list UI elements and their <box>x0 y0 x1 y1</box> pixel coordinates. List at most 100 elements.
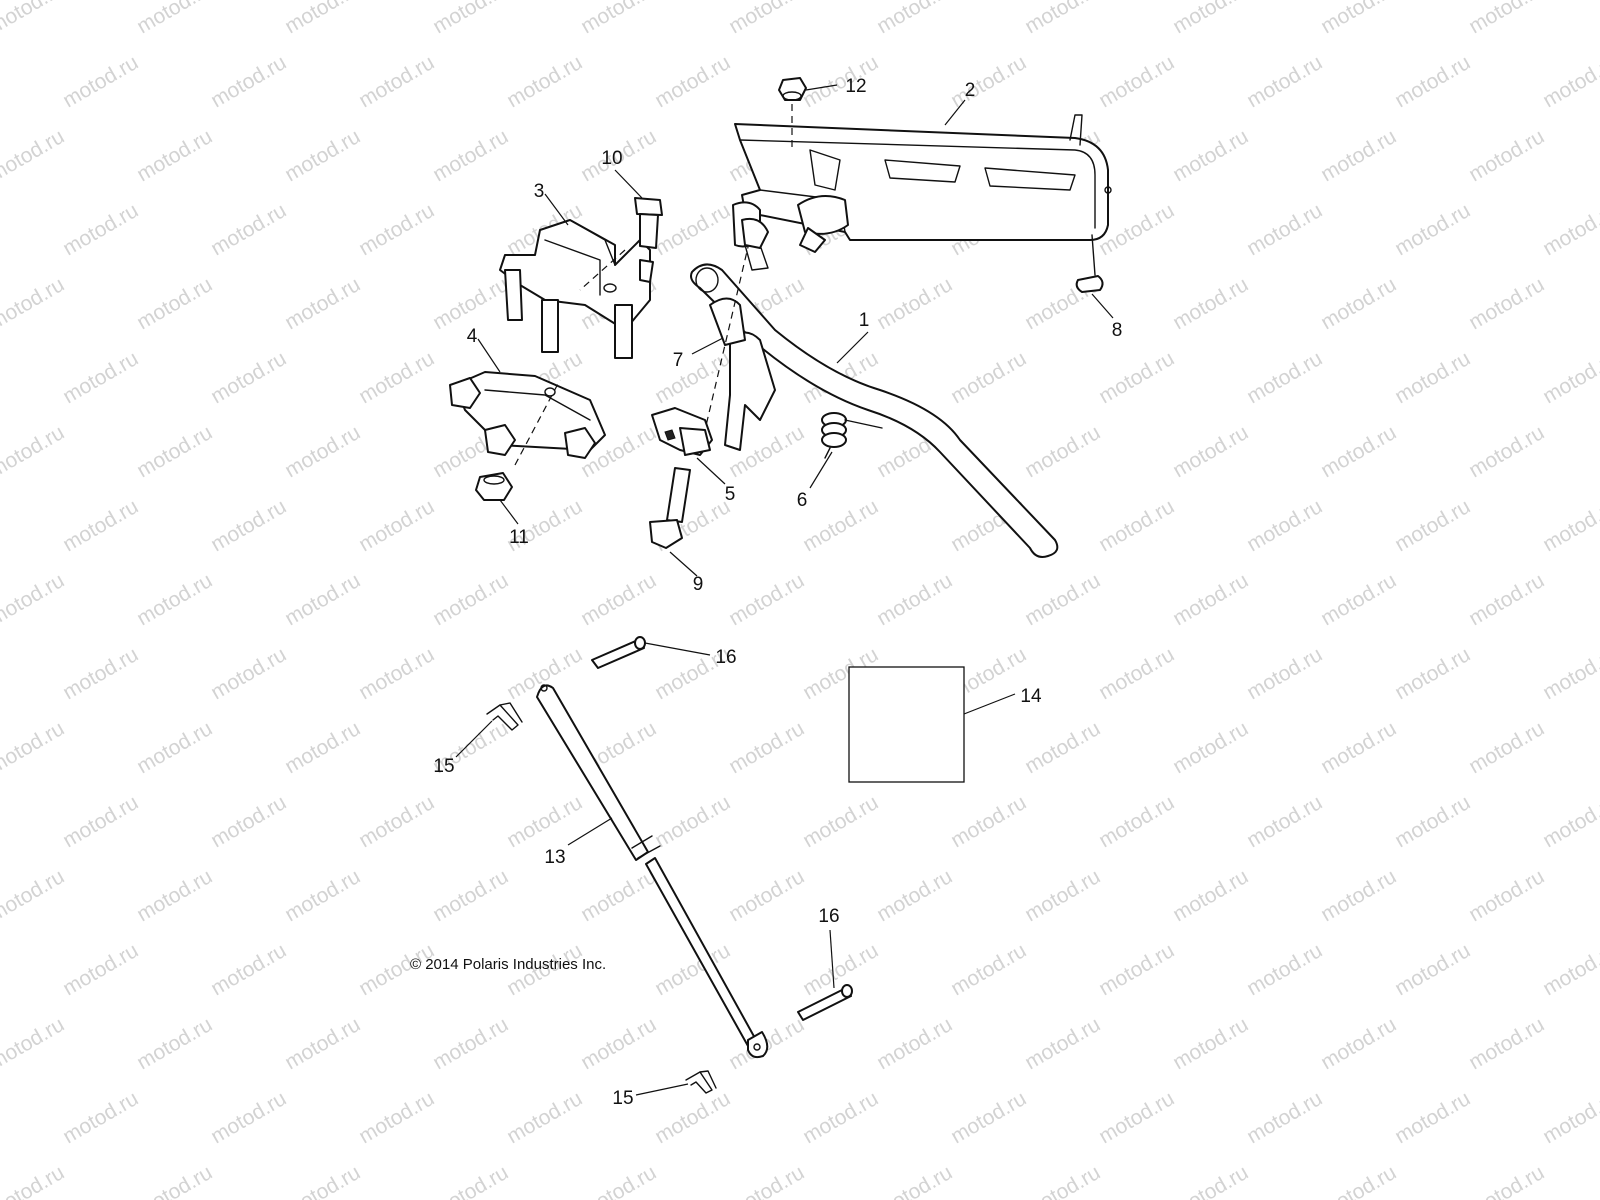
watermark-text: motod.ru <box>503 791 586 852</box>
callout-2: 2 <box>965 80 976 101</box>
part-5-clamp <box>651 407 713 456</box>
watermark-text: motod.ru <box>281 1161 364 1200</box>
part-9-bolt <box>649 467 691 549</box>
watermark-text: motod.ru <box>1391 199 1474 260</box>
watermark-text: motod.ru <box>1021 569 1104 630</box>
watermark-text: motod.ru <box>577 1161 660 1200</box>
watermark-text: motod.ru <box>873 865 956 926</box>
watermark-text: motod.ru <box>577 0 660 38</box>
watermark-text: motod.ru <box>1243 643 1326 704</box>
watermark-text: motod.ru <box>1391 791 1474 852</box>
watermark-text: motod.ru <box>873 273 956 334</box>
watermark-text: motod.ru <box>133 273 216 334</box>
watermark-text: motod.ru <box>1243 1087 1326 1148</box>
watermark-text: motod.ru <box>1243 495 1326 556</box>
watermark-text: motod.ru <box>503 51 586 112</box>
watermark-text: motod.ru <box>1539 1087 1600 1148</box>
watermark-text: motod.ru <box>1391 643 1474 704</box>
watermark-text: motod.ru <box>651 791 734 852</box>
watermark-text: motod.ru <box>133 1161 216 1200</box>
watermark-text: motod.ru <box>725 1161 808 1200</box>
watermark-text: motod.ru <box>0 0 68 38</box>
watermark-text: motod.ru <box>133 717 216 778</box>
watermark-text: motod.ru <box>355 199 438 260</box>
watermark-text: motod.ru <box>207 643 290 704</box>
watermark-text: motod.ru <box>1169 1161 1252 1200</box>
callout-16-lower: 16 <box>818 906 839 927</box>
watermark-text: motod.ru <box>207 347 290 408</box>
watermark-text: motod.ru <box>1465 717 1548 778</box>
callout-15-lower: 15 <box>612 1088 633 1109</box>
watermark-text: motod.ru <box>281 569 364 630</box>
watermark-text: motod.ru <box>651 347 734 408</box>
watermark-text: motod.ru <box>725 717 808 778</box>
watermark-text: motod.ru <box>429 125 512 186</box>
watermark-text: motod.ru <box>1243 347 1326 408</box>
watermark-text: motod.ru <box>1391 51 1474 112</box>
leader-lines <box>455 84 1114 1096</box>
watermark-text: motod.ru <box>947 51 1030 112</box>
watermark-text: motod.ru <box>1539 51 1600 112</box>
watermark-text: motod.ru <box>799 791 882 852</box>
watermark-text: motod.ru <box>281 0 364 38</box>
watermark-text: motod.ru <box>947 347 1030 408</box>
part-15-clip-upper <box>486 702 523 731</box>
watermark-text: motod.ru <box>0 1013 68 1074</box>
watermark-text: motod.ru <box>281 717 364 778</box>
watermark-text: motod.ru <box>1169 717 1252 778</box>
part-15-clip-lower <box>685 1070 717 1094</box>
watermark-text: motod.ru <box>947 1087 1030 1148</box>
watermark-text: motod.ru <box>1021 1161 1104 1200</box>
watermark-text: motod.ru <box>1317 865 1400 926</box>
watermark-text: motod.ru <box>355 1087 438 1148</box>
callout-10: 10 <box>601 148 622 169</box>
watermark-text: motod.ru <box>1169 421 1252 482</box>
callout-13: 13 <box>544 847 565 868</box>
watermark-text: motod.ru <box>59 495 142 556</box>
callout-14: 14 <box>1020 686 1042 707</box>
watermark-text: motod.ru <box>577 569 660 630</box>
watermark-text: motod.ru <box>947 939 1030 1000</box>
watermark-text: motod.ru <box>651 1087 734 1148</box>
watermark-text: motod.ru <box>133 125 216 186</box>
watermark-text: motod.ru <box>1391 939 1474 1000</box>
watermark-text: motod.ru <box>281 125 364 186</box>
watermark-text: motod.ru <box>1021 0 1104 38</box>
part-7-clamp <box>732 201 769 249</box>
watermark-text: motod.ru <box>1317 273 1400 334</box>
part-11-nut <box>475 472 513 501</box>
watermark-text: motod.ru <box>1095 1087 1178 1148</box>
watermark-text: motod.ru <box>133 865 216 926</box>
watermark-text: motod.ru <box>355 643 438 704</box>
watermark-text: motod.ru <box>207 199 290 260</box>
watermark-text: motod.ru <box>1169 569 1252 630</box>
watermark-text: motod.ru <box>133 569 216 630</box>
watermark-text: motod.ru <box>1317 569 1400 630</box>
watermark-text: motod.ru <box>355 347 438 408</box>
watermark-text: motod.ru <box>873 1161 956 1200</box>
watermark-text: motod.ru <box>1021 1013 1104 1074</box>
watermark-text: motod.ru <box>1317 125 1400 186</box>
watermark-text: motod.ru <box>1539 791 1600 852</box>
callout-16-upper: 16 <box>715 647 736 668</box>
watermark-text: motod.ru <box>1317 421 1400 482</box>
watermark-text: motod.ru <box>651 51 734 112</box>
copyright-notice: © 2014 Polaris Industries Inc. <box>410 956 606 973</box>
watermark-text: motod.ru <box>873 1013 956 1074</box>
part-14-label <box>848 666 965 783</box>
callout-9: 9 <box>693 574 704 595</box>
part-10-bolt <box>634 197 663 249</box>
watermark-text: motod.ru <box>1317 717 1400 778</box>
watermark-text: motod.ru <box>59 791 142 852</box>
watermark-text: motod.ru <box>429 0 512 38</box>
callout-11: 11 <box>509 527 529 548</box>
watermark-text: motod.ru <box>1391 1087 1474 1148</box>
part-4-plate <box>449 371 606 459</box>
watermark-text: motod.ru <box>1539 643 1600 704</box>
watermark-text: motod.ru <box>1021 865 1104 926</box>
watermark-text: motod.ru <box>0 569 68 630</box>
watermark-text: motod.ru <box>1465 421 1548 482</box>
watermark-text: motod.ru <box>873 569 956 630</box>
part-16-pin-lower <box>797 984 853 1021</box>
